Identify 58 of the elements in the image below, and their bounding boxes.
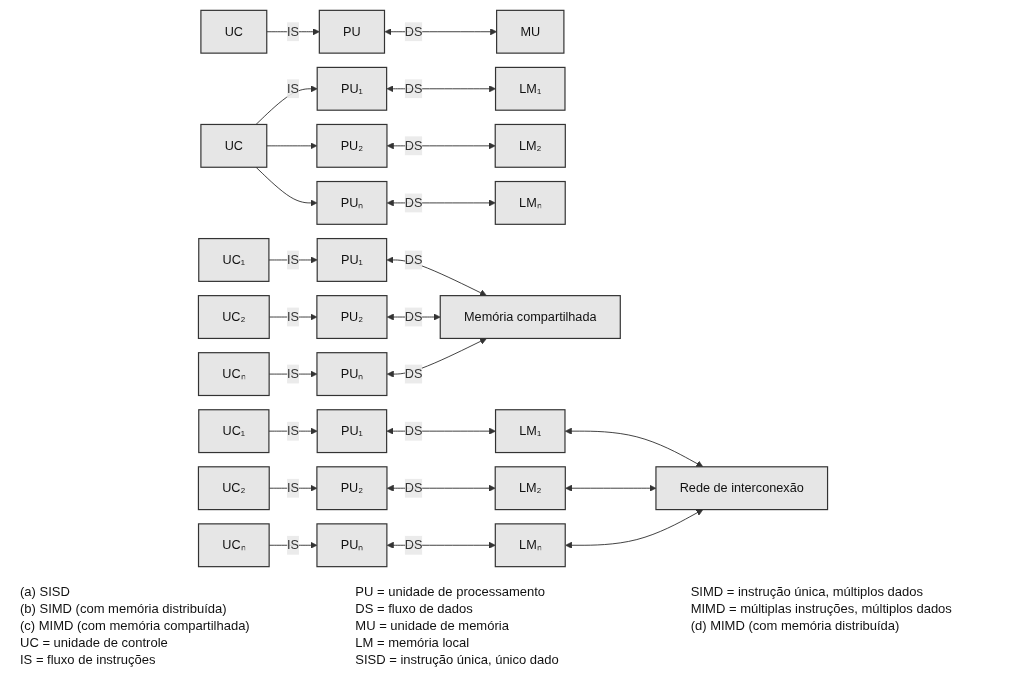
edge-label: DS (404, 24, 423, 39)
edge-label: IS (287, 309, 300, 324)
edge-label: IS (287, 424, 300, 438)
edge-label: DS (404, 309, 423, 324)
note-text: SISD = instrução única, único dado (355, 651, 560, 668)
note-text: UC = unidade de controle (20, 634, 169, 651)
note-text: MU = unidade de memória (355, 617, 510, 634)
edge-label: IS (287, 481, 300, 495)
note-text: (c) MIMD (com memória compartilhada) (20, 617, 251, 634)
edge-label: DS (404, 195, 423, 210)
note-text: (a) SISD (20, 583, 71, 600)
node-box: UC₁ (198, 237, 270, 282)
note-text: (b) SIMD (com memória distribuída) (20, 600, 228, 617)
edge-label: DS (404, 138, 423, 153)
node-box: LM₂ (494, 123, 566, 168)
node-box: UC (200, 123, 268, 168)
note-text: MIMD = múltiplas instruções, múltiplos dados (690, 600, 953, 617)
node-box: UC₂ (197, 466, 270, 511)
node-box: PU₂ (316, 466, 388, 511)
node-box: Memória compartilhada (439, 295, 621, 340)
note-text: LM = memória local (355, 634, 471, 651)
edge-label: IS (287, 538, 300, 552)
node-box: LM₂ (494, 466, 566, 511)
note-text: (d) MIMD (com memória distribuída) (690, 617, 901, 634)
node-box: Rede de interconexão (655, 466, 829, 511)
edge-label: DS (404, 424, 423, 438)
edge-label: DS (404, 81, 423, 96)
node-box: UC (200, 9, 268, 54)
node-box: UC₂ (197, 295, 270, 340)
edge-label: DS (404, 252, 423, 267)
node-box: LMₙ (494, 523, 566, 568)
node-box: PUₙ (316, 523, 388, 568)
node-box: LMₙ (494, 180, 566, 225)
note-text: IS = fluxo de instruções (20, 651, 157, 668)
node-box: PU (318, 9, 386, 54)
node-box: PU₁ (316, 237, 388, 282)
node-box: PU₁ (316, 409, 388, 454)
edge-label: DS (404, 366, 423, 381)
node-box: UC₁ (198, 409, 270, 454)
node-box: LM₁ (494, 409, 566, 454)
node-box: PUₙ (316, 180, 388, 225)
edge-label: DS (404, 481, 423, 495)
note-text: SIMD = instrução única, múltiplos dados (690, 583, 924, 600)
node-box: PUₙ (316, 352, 388, 397)
node-box: UCₙ (197, 523, 270, 568)
edge-label: DS (404, 538, 423, 552)
note-text: PU = unidade de processamento (355, 583, 547, 600)
edge-label: IS (287, 81, 300, 96)
node-box: PU₂ (316, 295, 388, 340)
node-box: PU₂ (316, 123, 388, 168)
node-box: PU₁ (316, 66, 388, 111)
edge-label: IS (287, 252, 300, 267)
node-box: LM₁ (494, 66, 566, 111)
node-box: UCₙ (197, 352, 270, 397)
note-text: DS = fluxo de dados (355, 600, 474, 617)
edge-label: IS (287, 24, 300, 39)
edge-label: IS (287, 366, 300, 381)
node-box: MU (496, 9, 565, 54)
